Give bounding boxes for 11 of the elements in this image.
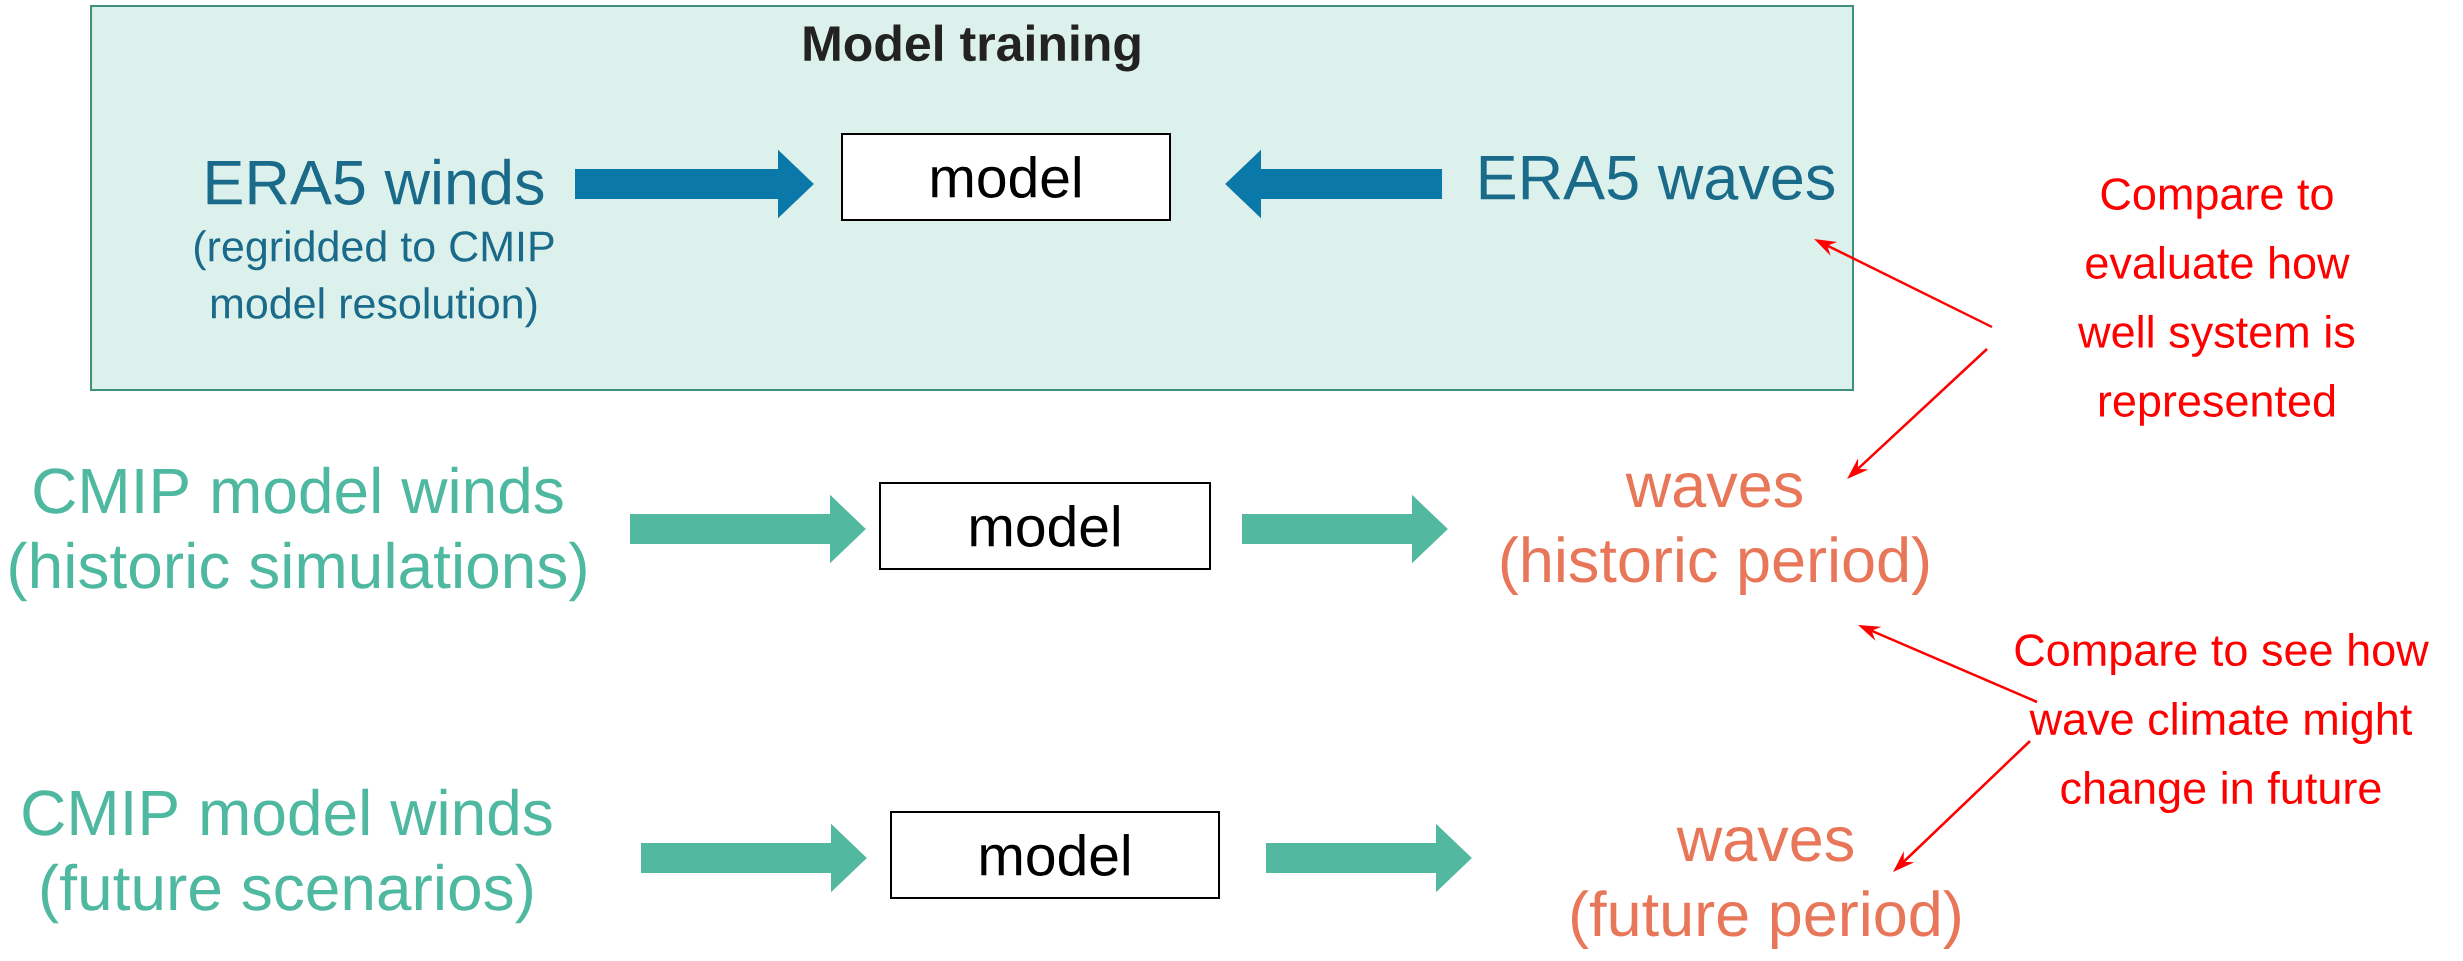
model-box: model: [890, 811, 1220, 899]
text-label: ERA5 winds (regridded to CMIP model resolution): [194, 158, 554, 328]
model-box: model: [841, 133, 1171, 221]
text-label: CMIP model winds (historic simulations): [10, 466, 586, 602]
model-box: model: [879, 482, 1211, 570]
text-label: Compare to see how wave climate might change in future: [2015, 633, 2429, 813]
text-label: CMIP model winds (future scenarios): [23, 788, 552, 924]
text-label: Compare to evaluate how well system is represented: [2078, 178, 2355, 426]
text-label: ERA5 waves: [1480, 156, 1835, 200]
text-label: waves (historic period): [1501, 473, 1929, 595]
text-label: waves (future period): [1572, 827, 1960, 949]
